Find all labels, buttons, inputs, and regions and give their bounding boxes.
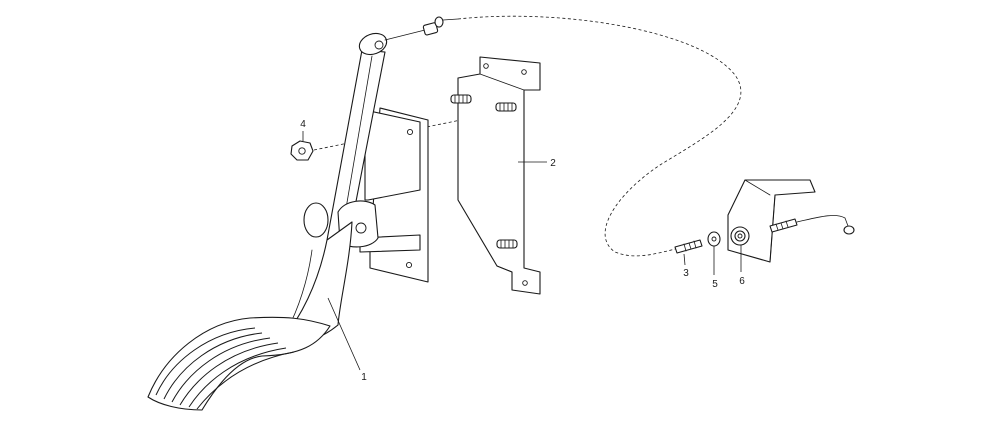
washer bbox=[707, 231, 721, 247]
hex-nut bbox=[290, 140, 314, 161]
pivot-boss bbox=[303, 202, 329, 238]
bracket-stud-upper-right bbox=[495, 102, 517, 112]
cable-route-dashed bbox=[457, 15, 742, 257]
mounting-bracket bbox=[450, 56, 541, 295]
base-plate-hole-bottom bbox=[405, 261, 413, 269]
cable-end-pedal bbox=[384, 16, 459, 41]
base-plate-hole-top bbox=[406, 128, 414, 136]
eyelet-hole bbox=[374, 40, 384, 50]
cable-bracket bbox=[727, 179, 816, 263]
pivot-hole bbox=[355, 222, 367, 234]
bracket-hole-top-right bbox=[521, 69, 527, 75]
bracket-hole-bottom bbox=[522, 280, 528, 286]
bracket-stud-lower bbox=[496, 239, 518, 249]
cable-adjuster bbox=[730, 226, 750, 246]
leader-3 bbox=[683, 253, 686, 266]
callout-4: 4 bbox=[300, 119, 306, 130]
cable-end-bracket bbox=[769, 215, 855, 235]
callout-2: 2 bbox=[550, 158, 556, 169]
callout-5: 5 bbox=[712, 279, 718, 290]
accelerator-pedal bbox=[147, 32, 388, 411]
callout-1: 1 bbox=[361, 372, 367, 383]
pedal-base-plate bbox=[359, 107, 429, 283]
bracket-hole-top-left bbox=[483, 63, 489, 69]
leader-1 bbox=[327, 297, 361, 371]
callout-3: 3 bbox=[683, 268, 689, 279]
callout-6: 6 bbox=[739, 276, 745, 287]
threaded-cable-end bbox=[674, 239, 703, 254]
bracket-stud-upper-left bbox=[450, 94, 472, 104]
